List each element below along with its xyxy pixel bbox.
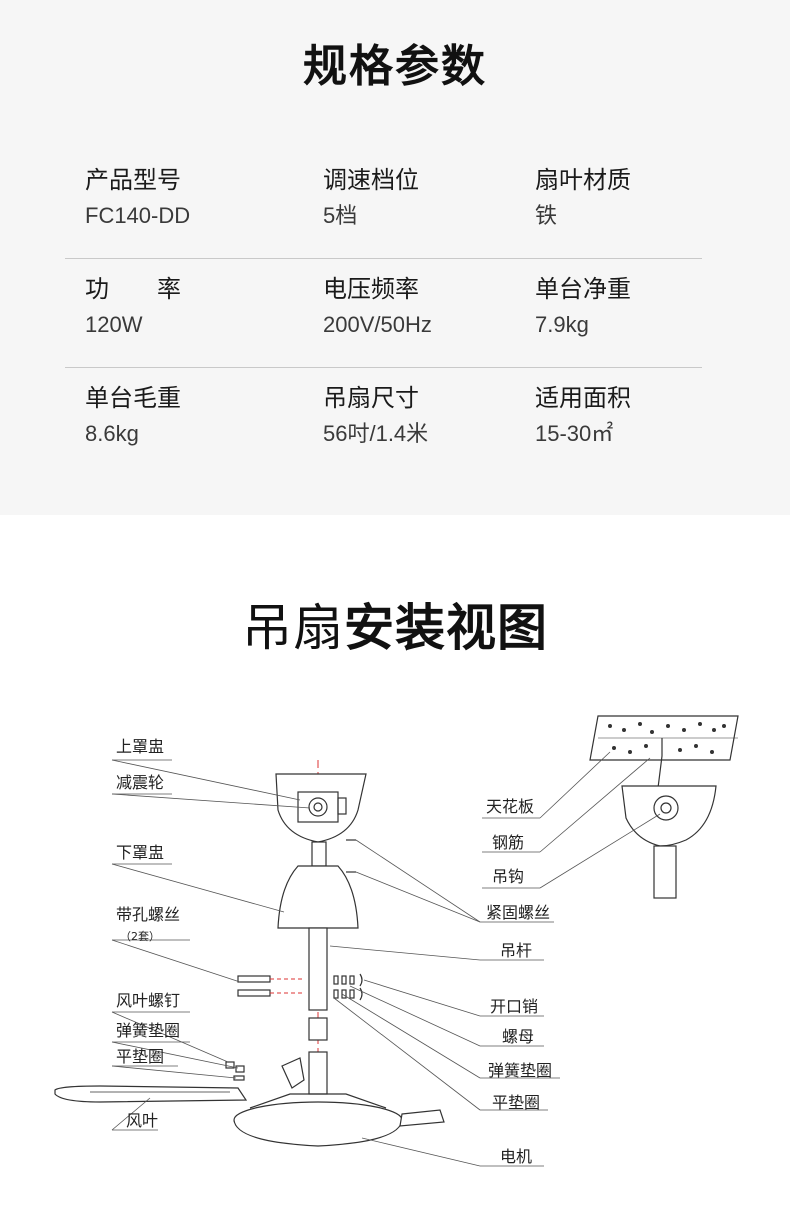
install-title-light: 吊扇: [242, 599, 344, 657]
label-hole-screw-note: （2套）: [120, 930, 160, 943]
spec-label: 吊扇尺寸: [323, 384, 419, 412]
spec-label: 单台净重: [535, 275, 631, 303]
install-title: 吊扇安装视图: [0, 588, 790, 660]
install-title-bold: 安装视图: [344, 599, 548, 657]
label-hole-screw: 带孔螺丝: [116, 905, 180, 924]
spec-value: 5档: [323, 203, 358, 228]
spec-value: 56吋/1.4米: [323, 421, 429, 446]
spec-cell-net-weight: 单台净重 7.9kg: [535, 273, 631, 343]
spec-label: 功 率: [85, 275, 181, 303]
label-flat-washer-left: 平垫圈: [116, 1047, 164, 1066]
spec-cell-area: 适用面积 15-30㎡: [535, 382, 631, 452]
spec-value: 200V/50Hz: [323, 312, 432, 337]
spec-cell-fan-size: 吊扇尺寸 56吋/1.4米: [323, 382, 428, 452]
spec-cell-gross-weight: 单台毛重 8.6kg: [85, 382, 181, 452]
spec-row: 产品型号 FC140-DD 调速档位 5档 扇叶材质 铁: [65, 150, 702, 259]
spec-cell-voltage: 电压频率 200V/50Hz: [323, 273, 432, 343]
spec-row: 功 率 120W 电压频率 200V/50Hz 单台净重 7.9kg: [65, 259, 702, 368]
label-upper-cover: 上罩盅: [116, 737, 164, 756]
spec-value: 铁: [535, 203, 558, 228]
spec-value: 7.9kg: [535, 312, 589, 337]
spec-cell-model: 产品型号 FC140-DD: [85, 164, 190, 234]
spec-cell-blade-material: 扇叶材质 铁: [535, 164, 631, 234]
label-motor: 电机: [500, 1147, 532, 1166]
spec-label: 适用面积: [535, 384, 631, 412]
spec-label: 单台毛重: [85, 384, 181, 412]
spec-section: 规格参数 产品型号 FC140-DD 调速档位 5档 扇叶材质 铁 功 率 12…: [0, 0, 790, 515]
spec-value: 120W: [85, 312, 143, 337]
spec-row: 单台毛重 8.6kg 吊扇尺寸 56吋/1.4米 适用面积 15-30㎡: [65, 368, 702, 476]
label-spring-washer-left: 弹簧垫圈: [116, 1021, 180, 1040]
spec-grid: 产品型号 FC140-DD 调速档位 5档 扇叶材质 铁 功 率 120W 电压…: [65, 150, 702, 476]
spec-value: FC140-DD: [85, 203, 191, 228]
label-cotter-pin: 开口销: [490, 997, 538, 1016]
label-rebar: 钢筋: [492, 833, 524, 852]
label-blade-screw: 风叶螺钉: [116, 991, 180, 1010]
label-flat-washer-right: 平垫圈: [492, 1093, 540, 1112]
label-lower-cover: 下罩盅: [116, 843, 164, 862]
label-spring-washer-right: 弹簧垫圈: [488, 1061, 552, 1080]
label-nut: 螺母: [502, 1027, 534, 1046]
label-blade: 风叶: [126, 1111, 158, 1130]
label-set-screw: 紧固螺丝: [486, 903, 550, 922]
spec-label: 扇叶材质: [535, 166, 631, 194]
spec-label: 产品型号: [85, 166, 181, 194]
spec-label: 调速档位: [323, 166, 419, 194]
install-diagram: 上罩盅 减震轮 下罩盅 带孔螺丝 （2套） 风叶螺钉 弹簧垫圈 平垫圈 风叶 天…: [54, 715, 739, 1167]
label-shock-wheel: 减震轮: [116, 773, 164, 792]
spec-label: 电压频率: [323, 275, 419, 303]
spec-cell-speed: 调速档位 5档: [323, 164, 419, 234]
spec-title: 规格参数: [303, 41, 487, 92]
spec-value: 8.6kg: [85, 421, 139, 446]
label-hook: 吊钩: [492, 867, 524, 886]
label-rod: 吊杆: [500, 941, 532, 960]
label-ceiling: 天花板: [486, 797, 534, 816]
spec-value: 15-30㎡: [535, 421, 614, 446]
spec-cell-power: 功 率 120W: [85, 273, 181, 343]
